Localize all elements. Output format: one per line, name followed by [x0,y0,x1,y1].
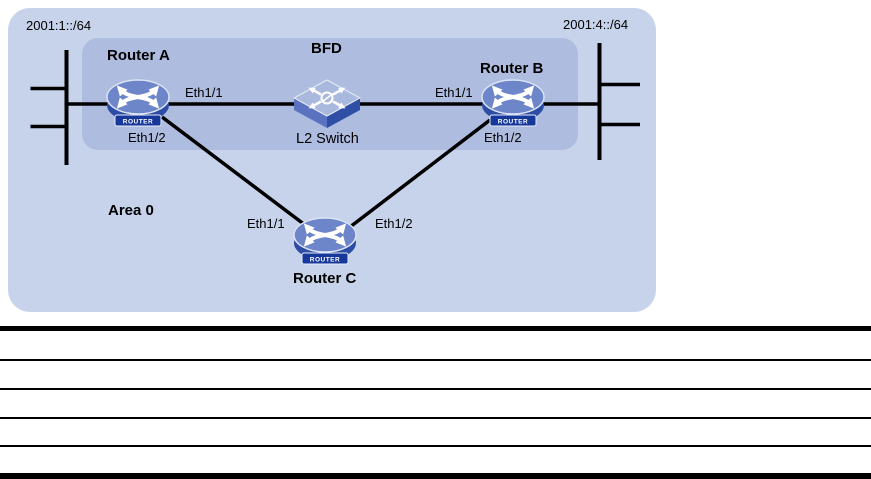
l2-switch-icon [293,79,361,128]
subnet-label-left: 2001:1::/64 [26,18,92,33]
link-a-c [160,115,311,230]
interface-label-a-eth1-2: Eth1/2 [128,130,166,145]
table-row [0,361,871,390]
interface-label-a-eth1-1: Eth1/1 [185,85,223,100]
table [0,326,871,479]
area-label: Area 0 [108,202,154,219]
table-row [0,331,871,361]
table-row [0,390,871,419]
router-badge: ROUTER [123,119,153,126]
interface-label-c-eth1-1: Eth1/1 [247,216,285,231]
interface-label-b-eth1-1: Eth1/1 [435,85,473,100]
table-row [0,447,871,473]
router-c-label: Router C [293,270,357,287]
interface-label-c-eth1-2: Eth1/2 [375,216,413,231]
router-a-label: Router A [107,47,170,64]
router-badge: ROUTER [498,119,528,126]
interface-label-b-eth1-2: Eth1/2 [484,130,522,145]
network-topology-diagram: ROUTER ROUTER ROUTER [8,8,656,312]
router-c-icon: ROUTER [293,217,357,265]
router-a-icon: ROUTER [106,79,170,127]
table-row [0,419,871,447]
router-b-label: Router B [480,60,544,77]
bfd-label: BFD [311,40,342,57]
subnet-label-right: 2001:4::/64 [563,17,629,32]
l2-switch-label: L2 Switch [296,131,359,147]
router-badge: ROUTER [310,257,340,264]
router-b-icon: ROUTER [481,79,545,127]
link-b-c [348,118,492,229]
